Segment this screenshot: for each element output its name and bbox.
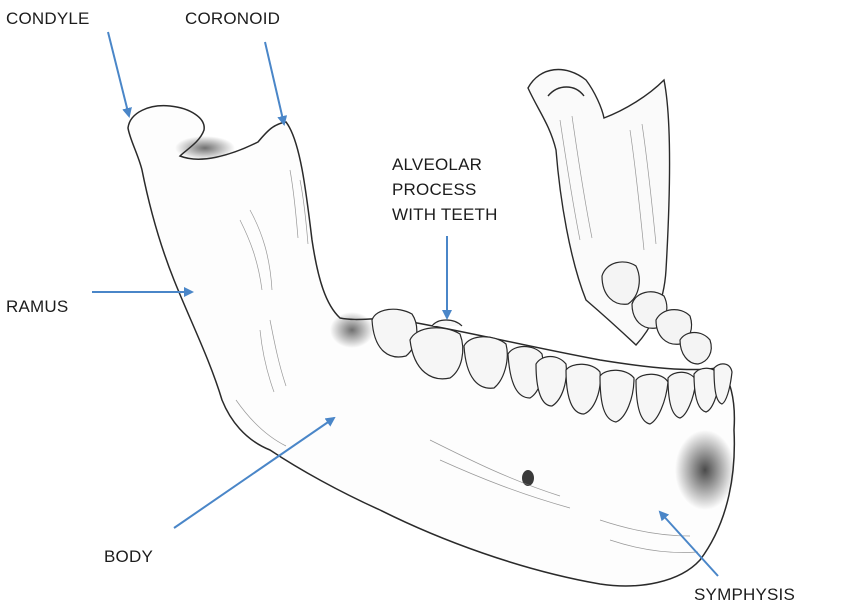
ramus-label: RAMUS [6,297,69,316]
far-molars [601,261,712,365]
alveolar-label-line-3: WITH TEETH [392,205,498,224]
body-arrow [173,416,336,529]
condyle-arrow [107,31,132,118]
symphysis-arrow [658,510,719,577]
mental-foramen [522,470,534,486]
coronoid-label: CORONOID [185,9,281,28]
alveolar-label-line-2: PROCESS [392,180,477,199]
alveolar-label-line-1: ALVEOLAR [392,155,483,174]
body-label: BODY [104,547,153,566]
symphysis-label: SYMPHYSIS [694,585,795,604]
bone-hatching [235,115,699,553]
near-teeth [371,308,733,425]
coronoid-arrow [264,41,288,126]
label-arrows [92,31,719,577]
condyle-label: CONDYLE [6,9,90,28]
alveolar-process-label: ALVEOLAR PROCESS WITH TEETH [392,152,498,227]
